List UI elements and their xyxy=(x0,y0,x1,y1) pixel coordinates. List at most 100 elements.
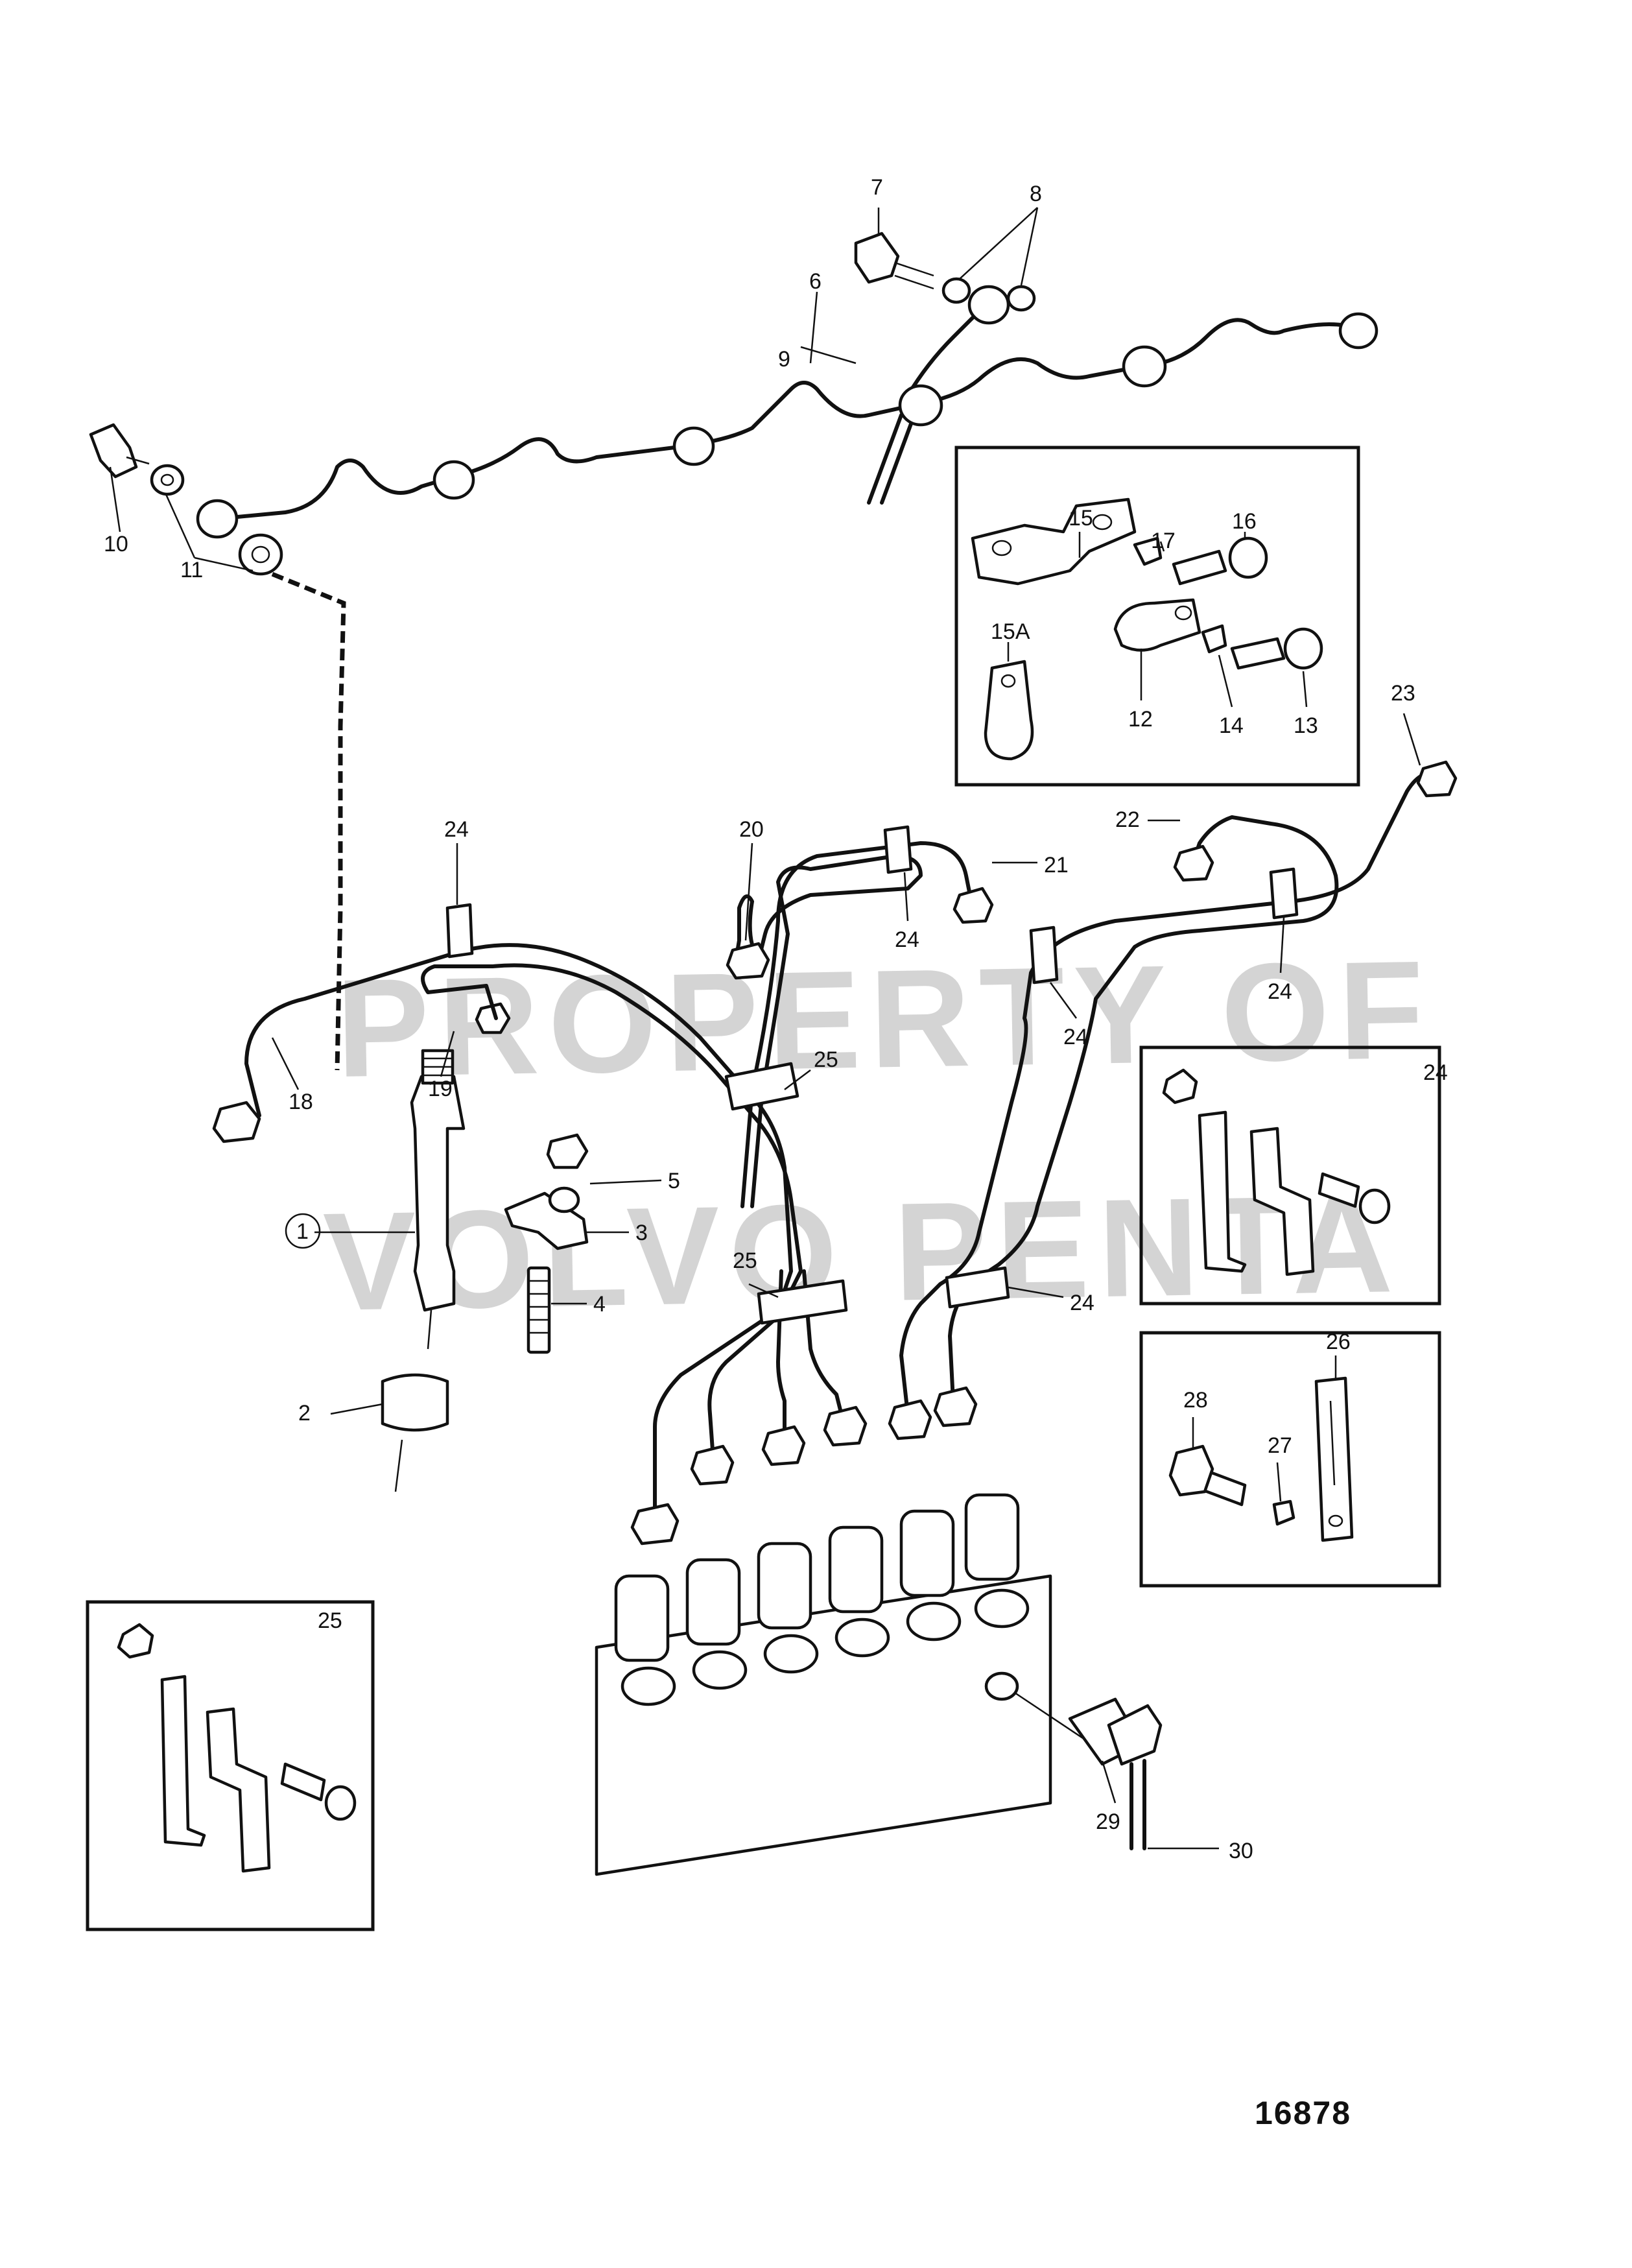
callout-30: 30 xyxy=(1229,1839,1253,1863)
bolt-13-shank xyxy=(1230,637,1286,670)
pump-fuel-port xyxy=(984,1671,1019,1701)
callout-11: 11 xyxy=(180,558,203,582)
callout-23: 23 xyxy=(1391,681,1415,706)
bolt-16-shank xyxy=(1172,549,1227,586)
pipe-nut-23 xyxy=(1416,760,1458,798)
delivery-pipes xyxy=(244,772,1441,1513)
banjo-bolt-7 xyxy=(854,232,900,284)
clamp-24-lower xyxy=(945,1266,1010,1309)
clamp-24-left xyxy=(445,903,474,959)
bolt-25-shank xyxy=(280,1762,326,1802)
pipe-nut-pump-3 xyxy=(761,1425,806,1466)
pipe-nut-pump-6 xyxy=(933,1386,978,1427)
inset-clamp-detail xyxy=(954,446,1360,787)
callout-8: 8 xyxy=(1030,182,1042,206)
callout-1: 1 xyxy=(296,1219,309,1244)
callout-24-b: 24 xyxy=(895,927,919,952)
washer-17 xyxy=(1133,536,1163,566)
callout-22: 22 xyxy=(1115,807,1140,832)
callout-26: 26 xyxy=(1326,1330,1351,1354)
callout-7: 7 xyxy=(871,175,883,200)
callout-28: 28 xyxy=(1183,1388,1208,1413)
callout-3: 3 xyxy=(635,1221,648,1245)
pipe-nut-pump-2 xyxy=(690,1444,735,1486)
banjo-fitting-3 xyxy=(672,426,715,466)
callout-5: 5 xyxy=(668,1169,680,1193)
bolt-24-shank xyxy=(1318,1172,1360,1208)
pipe-nut-pump-1 xyxy=(630,1503,680,1546)
callout-16: 16 xyxy=(1232,509,1257,534)
injector-sleeve xyxy=(381,1373,449,1432)
banjo-bolt-10 xyxy=(89,423,138,479)
washer-11-b xyxy=(150,464,185,496)
bolt-24-head xyxy=(1358,1188,1391,1224)
banjo-fitting-4 xyxy=(898,384,943,427)
bracket-24-part-b xyxy=(1249,1127,1315,1276)
washer-8-a xyxy=(941,277,971,304)
bolt-13-head xyxy=(1283,627,1323,670)
callout-27: 27 xyxy=(1268,1433,1292,1458)
inset-bracket-24 xyxy=(1139,1045,1441,1306)
pipe-nut-22 xyxy=(1173,844,1214,882)
callout-6: 6 xyxy=(809,269,822,294)
watermark-line-1: PROPERTY OF xyxy=(335,931,1434,1106)
pipe-clamps xyxy=(445,825,1299,1325)
clamp-12 xyxy=(1113,598,1201,652)
injector-pipe-nut xyxy=(475,1002,511,1034)
washer-27 xyxy=(1272,1499,1295,1526)
inset-25-title: 25 xyxy=(318,1608,342,1633)
pipe-nut-18 xyxy=(212,1101,261,1143)
inset-24-title: 24 xyxy=(1423,1060,1448,1085)
pump-elements xyxy=(614,1493,1030,1706)
stud xyxy=(526,1266,551,1354)
fuel-fitting xyxy=(1068,1697,1163,1850)
injection-pump xyxy=(595,1493,1103,1876)
bracket-25-part-a xyxy=(160,1675,206,1847)
fitting-nut xyxy=(1107,1704,1163,1766)
injector-assembly xyxy=(381,1002,589,1492)
callout-labels-extra: 13 29 xyxy=(1096,713,1318,1834)
callout-24-e: 24 xyxy=(1070,1291,1094,1315)
strap-26 xyxy=(1314,1376,1354,1542)
pipe-nut-pump-4 xyxy=(823,1405,868,1447)
banjo-fitting-1 xyxy=(196,499,239,539)
callout-2: 2 xyxy=(298,1401,311,1426)
clip-15A xyxy=(984,660,1034,761)
callout-18: 18 xyxy=(289,1090,313,1114)
callout-21: 21 xyxy=(1044,853,1069,877)
callout-labels: 7 8 6 9 10 11 15 17 16 15A 12 14 12 13 2… xyxy=(104,175,1448,2131)
nut-25 xyxy=(117,1623,154,1659)
inset-bracket-25 xyxy=(86,1600,375,1931)
watermark-line-2: VOLVO PENTA xyxy=(322,1165,1403,1340)
callout-9: 9 xyxy=(778,347,790,372)
bolt-25-head xyxy=(324,1785,357,1821)
bolt-16-head xyxy=(1228,536,1268,579)
clamp-25-upper xyxy=(724,1062,799,1111)
washer-14 xyxy=(1201,624,1227,654)
clamp-24-right-b xyxy=(1269,867,1299,920)
callout-24-a: 24 xyxy=(444,817,469,842)
clamp-25-lower xyxy=(757,1279,848,1325)
nut xyxy=(546,1133,589,1169)
callout-17: 17 xyxy=(1151,529,1176,553)
figure-number: 16878 xyxy=(1255,2095,1351,2131)
callout-24-d: 24 xyxy=(1268,979,1292,1004)
banjo-fitting-2 xyxy=(432,460,475,500)
callout-1-circle xyxy=(285,1213,321,1249)
callout-20: 20 xyxy=(739,817,764,842)
pump-body xyxy=(595,1574,1052,1876)
washer-11-a xyxy=(238,533,283,576)
callout-4: 4 xyxy=(593,1292,606,1317)
callout-19: 19 xyxy=(428,1077,453,1101)
callout-25-a: 25 xyxy=(814,1047,838,1072)
banjo-fitting-7 xyxy=(1338,312,1378,350)
washer-8-b xyxy=(1006,285,1036,312)
inset-strap-26 xyxy=(1139,1331,1441,1588)
bracket-24-part-a xyxy=(1198,1110,1247,1273)
leak-off-banjo-fittings xyxy=(89,232,1378,576)
leader-lines xyxy=(109,207,1421,1850)
callout-15A: 15A xyxy=(991,619,1030,644)
callout-29-text-visible: 29 xyxy=(1096,1809,1120,1834)
callout-24-c: 24 xyxy=(1063,1025,1088,1049)
